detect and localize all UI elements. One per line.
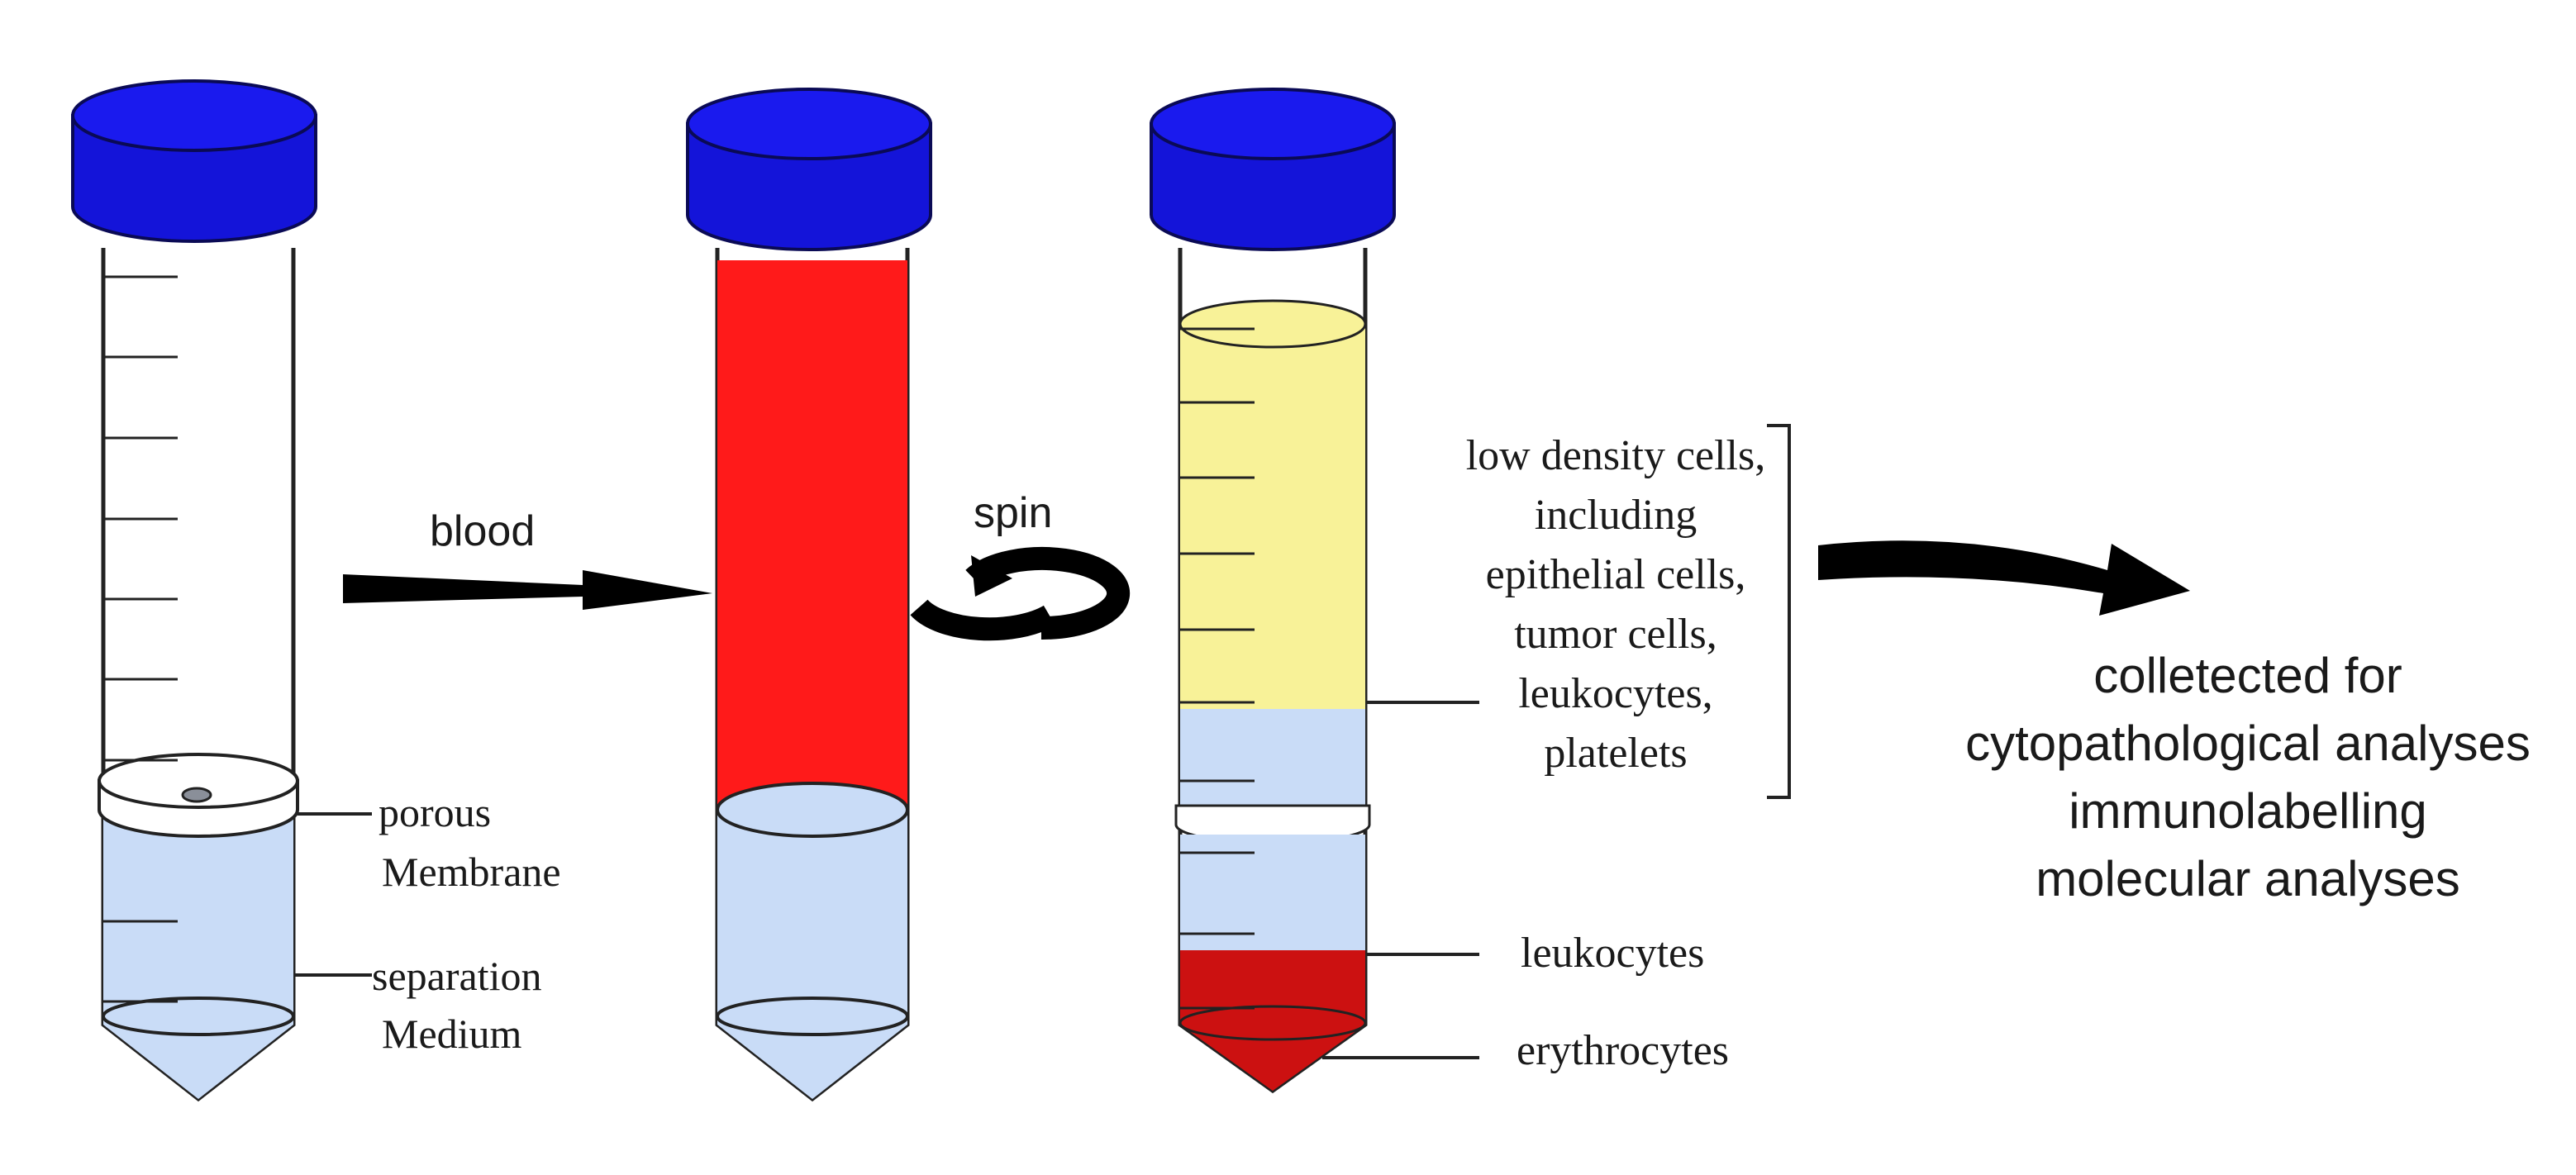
tube-1-membrane-hole xyxy=(181,787,212,803)
separation-label-line-2: Medium xyxy=(382,1011,522,1057)
collected-line-3: immunolabelling xyxy=(2069,783,2427,839)
low-density-line-2: including xyxy=(1535,492,1697,539)
tube-3-graduation-marks xyxy=(1180,327,1255,1010)
low-density-line-3: epithelial cells, xyxy=(1486,551,1746,598)
tube-3-erythrocytes-layer xyxy=(1180,950,1365,1091)
tube-1-empty xyxy=(71,79,317,1102)
low-density-line-4: tumor cells, xyxy=(1514,611,1717,658)
low-density-line-1: low density cells, xyxy=(1466,432,1766,479)
low-density-line-6: platelets xyxy=(1544,730,1687,777)
tube-3-upper-medium xyxy=(1180,709,1365,810)
collection-arrow xyxy=(1818,540,2190,616)
tube-2-blood xyxy=(686,88,932,1102)
bracket xyxy=(1767,424,1791,799)
leader-lines xyxy=(293,701,1479,1059)
blood-label: blood xyxy=(430,507,535,555)
tube-1-graduation-marks xyxy=(103,275,178,1003)
erythrocytes-label: erythrocytes xyxy=(1517,1027,1729,1074)
tube-3-cap xyxy=(1150,88,1396,251)
porous-label-line-1: porous xyxy=(379,789,491,835)
collected-line-4: molecular analyses xyxy=(2036,851,2460,906)
tube-3-separated xyxy=(1150,88,1396,1094)
collected-line-1: colletected for xyxy=(2093,648,2402,703)
blood-arrow xyxy=(343,570,712,610)
tube-2-medium-bottom-line xyxy=(716,997,909,1036)
collected-label: colletected for cytopathological analyse… xyxy=(1965,648,2531,906)
tube-3-plasma-top xyxy=(1178,299,1367,349)
tube-3-red-line xyxy=(1178,1005,1367,1041)
low-density-label: low density cells, including epithelial … xyxy=(1466,432,1766,777)
tube-3-plasma-layer xyxy=(1180,324,1365,709)
tube-1-medium-bottom-line xyxy=(102,997,295,1036)
collected-line-2: cytopathological analyses xyxy=(1965,716,2531,771)
tube-1-cap xyxy=(71,79,317,243)
tube-2-medium-top xyxy=(716,782,909,838)
separation-label-line-1: separation xyxy=(372,953,541,999)
spin-rotation-icon xyxy=(910,547,1131,641)
tube-1-membrane-top xyxy=(98,753,299,809)
tube-2-separation-medium xyxy=(717,810,907,1099)
tube-2-cap xyxy=(686,88,932,251)
leukocytes-label: leukocytes xyxy=(1521,930,1704,977)
spin-label: spin xyxy=(974,489,1052,537)
tube-2-blood-layer xyxy=(717,260,907,810)
tube-1-separation-medium xyxy=(103,797,293,1099)
low-density-line-5: leukocytes, xyxy=(1518,670,1712,717)
porous-label-line-2: Membrane xyxy=(382,849,561,895)
